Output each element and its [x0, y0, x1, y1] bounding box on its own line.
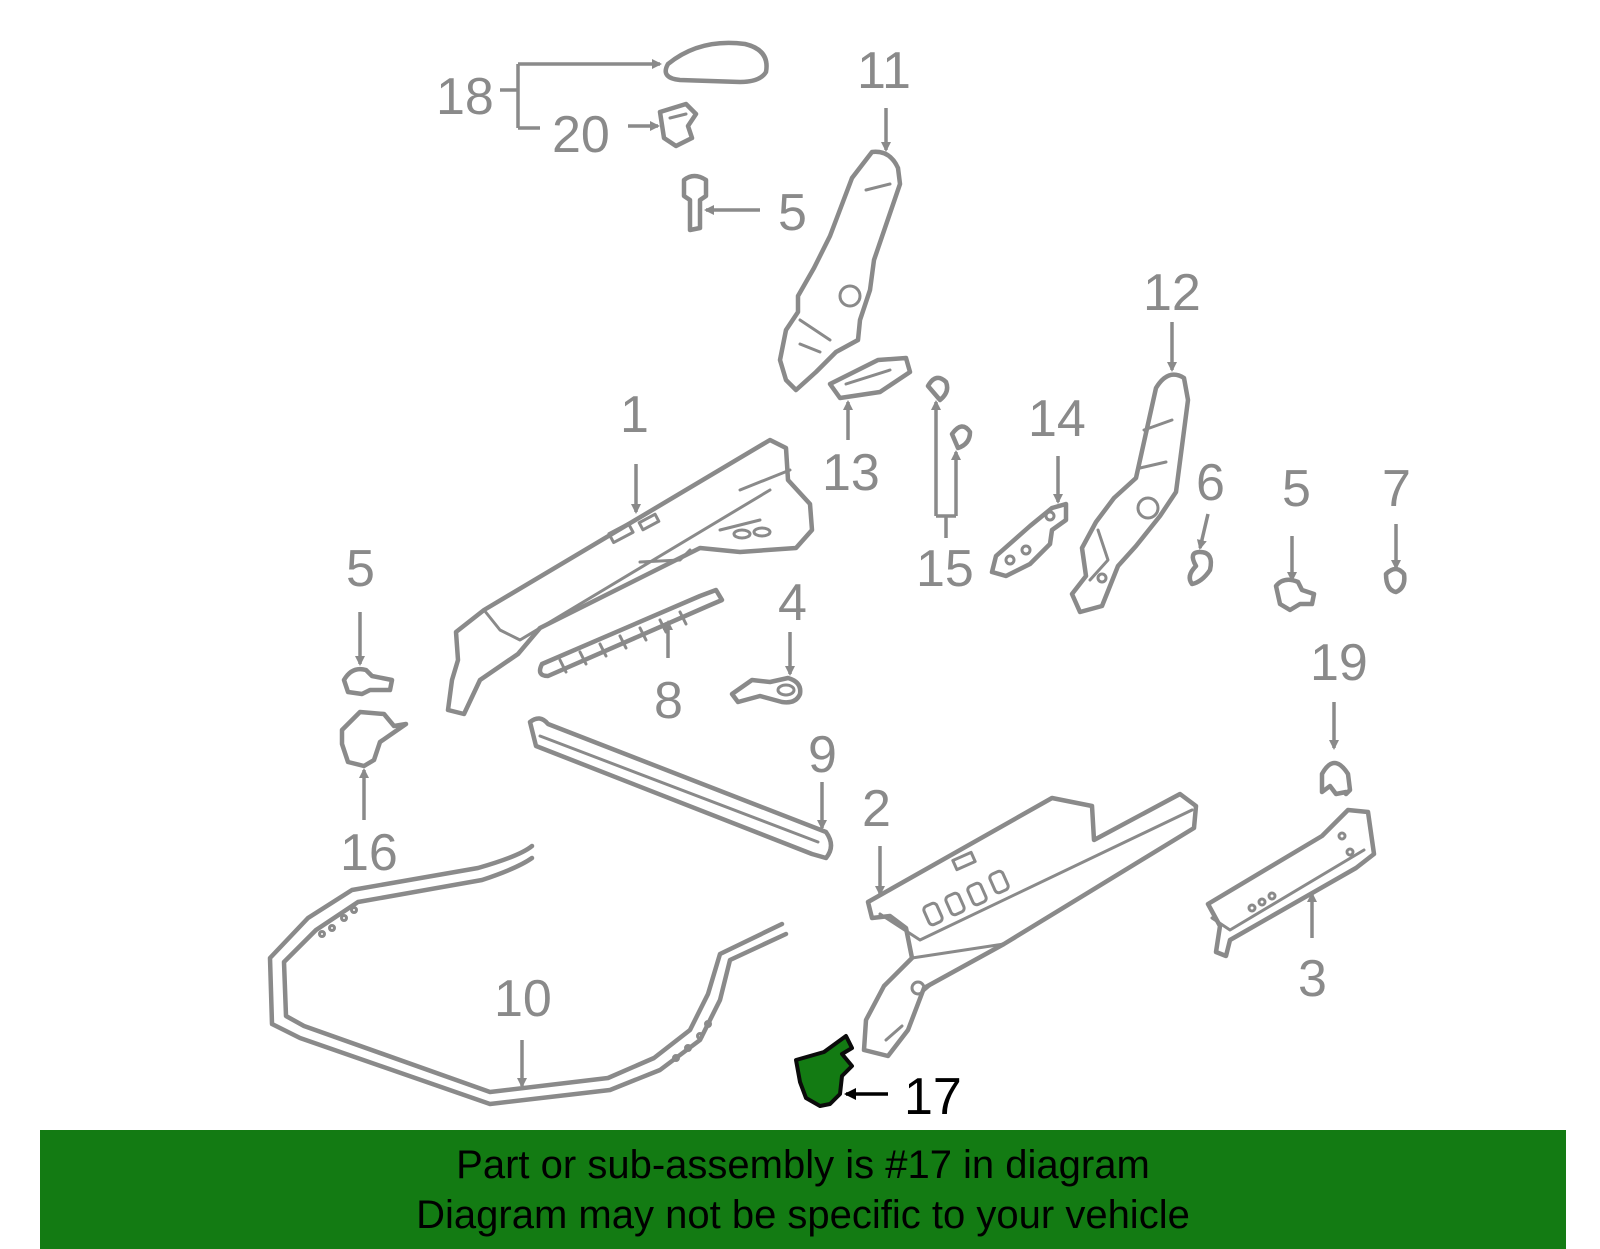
callout-3: 3 — [1298, 950, 1327, 1008]
part-11-recliner-arm[interactable] — [777, 149, 903, 393]
part-12-recliner-right[interactable] — [1069, 372, 1191, 615]
part-13-bracket[interactable] — [827, 355, 913, 401]
part-18-knob-cover[interactable] — [663, 40, 769, 85]
callout-14: 14 — [1028, 390, 1086, 448]
callout-4: 4 — [778, 574, 807, 632]
callout-19: 19 — [1310, 634, 1368, 692]
callout-18-leader — [500, 59, 662, 131]
part-17-cover-highlighted[interactable] — [794, 1034, 854, 1108]
callout-1: 1 — [620, 386, 649, 444]
part-9-cross-bar[interactable] — [527, 716, 834, 861]
callout-16: 16 — [340, 824, 398, 882]
callout-5-right: 5 — [1282, 460, 1311, 518]
callout-9: 9 — [808, 726, 837, 784]
callout-5-top: 5 — [778, 184, 807, 242]
part-14-bracket[interactable] — [989, 501, 1069, 579]
part-2-seat-rail[interactable] — [861, 791, 1199, 1059]
part-5-bolt-right[interactable] — [1273, 577, 1317, 613]
callout-18: 18 — [436, 68, 494, 126]
part-19-clip[interactable] — [1319, 760, 1353, 797]
part-20-clip[interactable] — [657, 101, 699, 149]
callout-7: 7 — [1382, 460, 1411, 518]
callout-15: 15 — [916, 540, 974, 598]
info-banner: Part or sub-assembly is #17 in diagram D… — [40, 1130, 1566, 1249]
callout-8: 8 — [654, 672, 683, 730]
part-7-cap[interactable] — [1383, 566, 1407, 595]
callout-6: 6 — [1196, 454, 1225, 512]
part-8-spring[interactable] — [537, 587, 725, 679]
callout-20: 20 — [552, 106, 610, 164]
callout-6-leader — [1196, 513, 1210, 550]
part-10-wire-frame[interactable] — [267, 843, 789, 1107]
callout-10: 10 — [494, 970, 552, 1028]
banner-line-2: Diagram may not be specific to your vehi… — [416, 1192, 1190, 1237]
callout-2: 2 — [862, 780, 891, 838]
callout-12: 12 — [1143, 264, 1201, 322]
banner-line-1: Part or sub-assembly is #17 in diagram — [456, 1142, 1150, 1187]
part-16-cover[interactable] — [339, 709, 409, 769]
part-5-bolt-left[interactable] — [341, 666, 395, 697]
callout-11: 11 — [857, 42, 911, 100]
part-3-rail[interactable] — [1205, 807, 1377, 959]
callout-17: 17 — [904, 1068, 962, 1126]
part-6-clip[interactable] — [1187, 549, 1214, 587]
part-15-rod[interactable] — [925, 375, 973, 538]
part-4-lever[interactable] — [729, 675, 803, 705]
part-5-bolt-top[interactable] — [681, 173, 709, 233]
callout-13: 13 — [822, 444, 880, 502]
part-1-seat-track[interactable] — [445, 437, 815, 717]
callout-5-left: 5 — [346, 540, 375, 598]
